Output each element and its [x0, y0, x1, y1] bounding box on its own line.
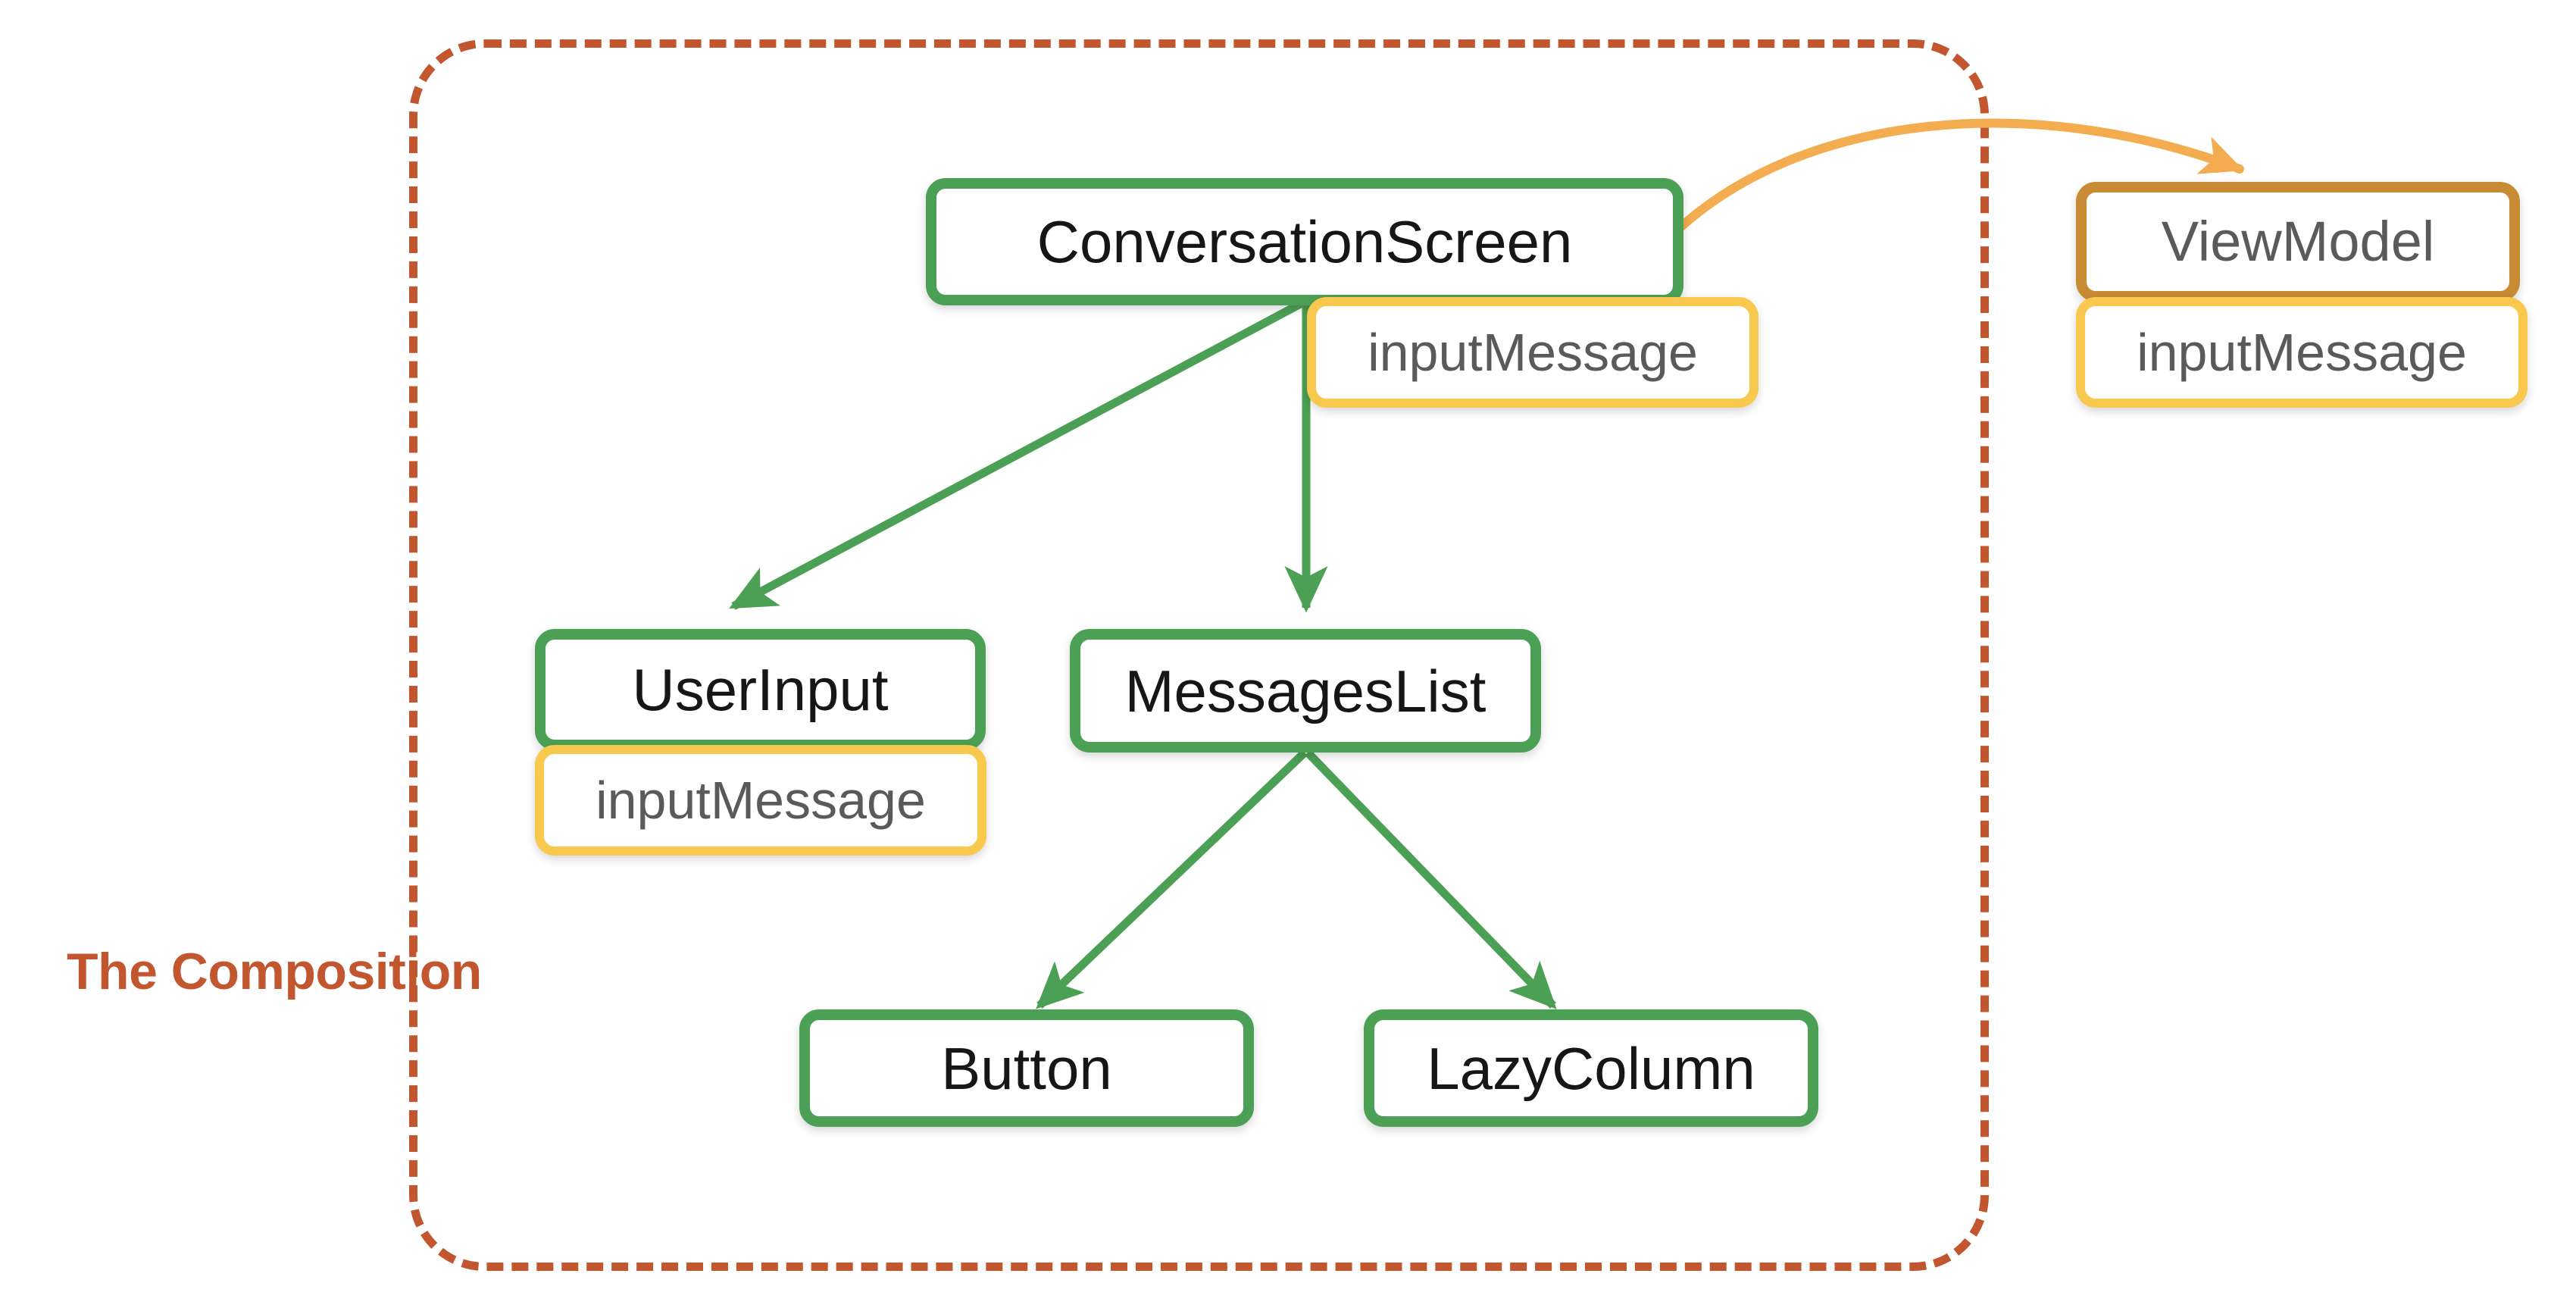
node-user-input[interactable]: UserInput	[535, 629, 986, 750]
node-view-model-state[interactable]: inputMessage	[2076, 297, 2528, 408]
composition-label: The Composition	[67, 943, 482, 1000]
node-view-model[interactable]: ViewModel	[2076, 182, 2520, 302]
node-conversation-screen-label: ConversationScreen	[1036, 208, 1573, 275]
node-view-model-state-label: inputMessage	[2137, 323, 2467, 382]
node-button[interactable]: Button	[799, 1009, 1254, 1127]
node-conversation-screen-state[interactable]: inputMessage	[1307, 297, 1758, 408]
node-lazy-column[interactable]: LazyColumn	[1364, 1009, 1818, 1127]
node-conversation-screen[interactable]: ConversationScreen	[926, 178, 1683, 305]
node-user-input-state[interactable]: inputMessage	[535, 745, 986, 856]
node-messages-list-label: MessagesList	[1124, 657, 1487, 724]
node-user-input-state-label: inputMessage	[596, 771, 926, 830]
node-messages-list[interactable]: MessagesList	[1070, 629, 1541, 753]
composition-boundary	[409, 39, 1989, 1271]
node-conversation-screen-state-label: inputMessage	[1368, 323, 1698, 382]
node-view-model-label: ViewModel	[2161, 210, 2435, 273]
node-lazy-column-label: LazyColumn	[1427, 1034, 1755, 1102]
node-user-input-label: UserInput	[632, 656, 889, 723]
node-button-label: Button	[941, 1034, 1112, 1102]
